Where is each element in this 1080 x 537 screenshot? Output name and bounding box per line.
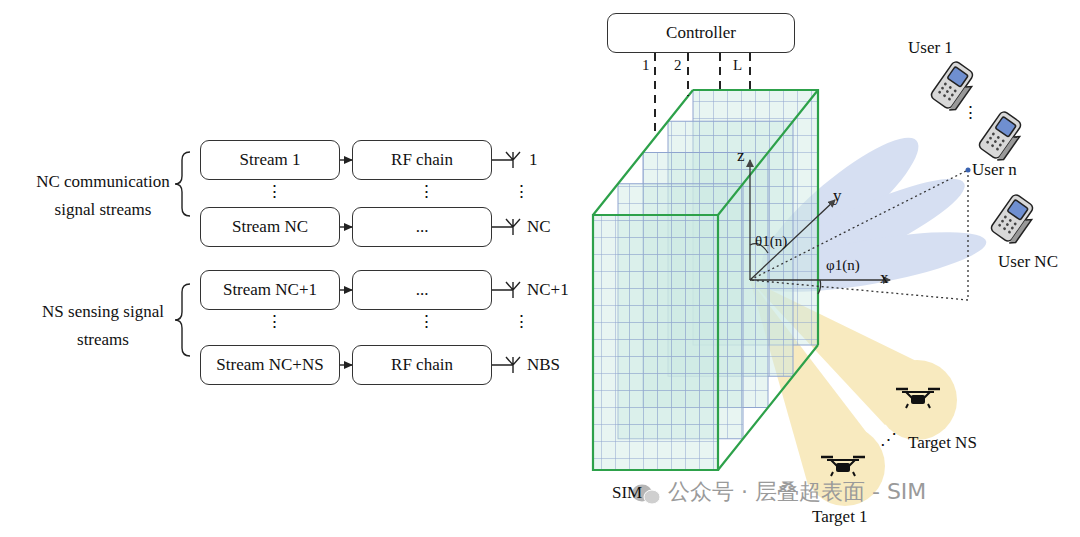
ellipsis: ⋰ <box>880 430 897 450</box>
target-label: Target 1 <box>812 507 868 527</box>
antenna-index: NBS <box>527 355 560 375</box>
sim-layer <box>593 215 718 470</box>
layer-index: 1 <box>642 56 650 74</box>
layer-index: 2 <box>674 56 682 74</box>
box-text: Controller <box>666 23 736 43</box>
antenna-index: 1 <box>529 150 538 170</box>
target-drone <box>821 457 865 476</box>
signal-arrow <box>340 226 352 227</box>
rf-chain-box: RF chain <box>352 345 492 385</box>
axis-label: y <box>833 186 842 206</box>
rf-chain-box: RF chain <box>352 140 492 180</box>
signal-arrow <box>340 289 352 290</box>
box-text: Stream NC+1 <box>223 280 317 300</box>
stream-box: Stream NC <box>200 207 340 247</box>
signal-group-label: NC communication signal streams <box>28 168 178 224</box>
user-label: User NC <box>998 252 1058 272</box>
axis-label: x <box>880 268 889 288</box>
box-text: RF chain <box>391 355 453 375</box>
ellipsis: ⋮ <box>418 312 435 332</box>
ellipsis: ⋮ <box>266 182 283 202</box>
rf-chain-box: ... <box>352 270 492 310</box>
box-text: RF chain <box>391 150 453 170</box>
box-text: ... <box>416 280 429 300</box>
box-text: Stream 1 <box>240 150 301 170</box>
controller-box: Controller <box>607 13 795 53</box>
antenna-index: NC <box>527 217 551 237</box>
ellipsis: ⋮ <box>266 312 283 332</box>
signal-arrow <box>340 159 352 160</box>
angle-label: θ1(n) <box>755 232 787 250</box>
ellipsis: ⋮ <box>962 103 979 123</box>
axis-label: z <box>737 146 745 166</box>
stream-box: Stream 1 <box>200 140 340 180</box>
sim-label: SIM <box>612 483 642 503</box>
antenna-index: NC+1 <box>527 280 569 300</box>
watermark: 公众号 · 层叠超表面 - SIM <box>668 479 926 505</box>
stream-box: Stream NC+1 <box>200 270 340 310</box>
target-drone <box>896 389 940 408</box>
user-label: User n <box>972 160 1017 180</box>
box-text: ... <box>416 217 429 237</box>
layer-index: L <box>733 56 742 74</box>
ellipsis: ⋮ <box>513 312 530 332</box>
stream-box: Stream NC+NS <box>200 345 340 385</box>
box-text: Stream NC <box>232 217 308 237</box>
ellipsis: ⋮ <box>418 182 435 202</box>
angle-label: φ1(n) <box>826 256 860 274</box>
target-label: Target NS <box>908 433 977 453</box>
box-text: Stream NC+NS <box>216 355 323 375</box>
rf-chain-box: ... <box>352 207 492 247</box>
user-phone <box>990 193 1039 246</box>
signal-arrow <box>340 364 352 365</box>
user-phone <box>978 110 1027 163</box>
signal-group-label: NS sensing signal streams <box>28 298 178 354</box>
ellipsis: ⋮ <box>513 182 530 202</box>
user-label: User 1 <box>908 38 953 58</box>
